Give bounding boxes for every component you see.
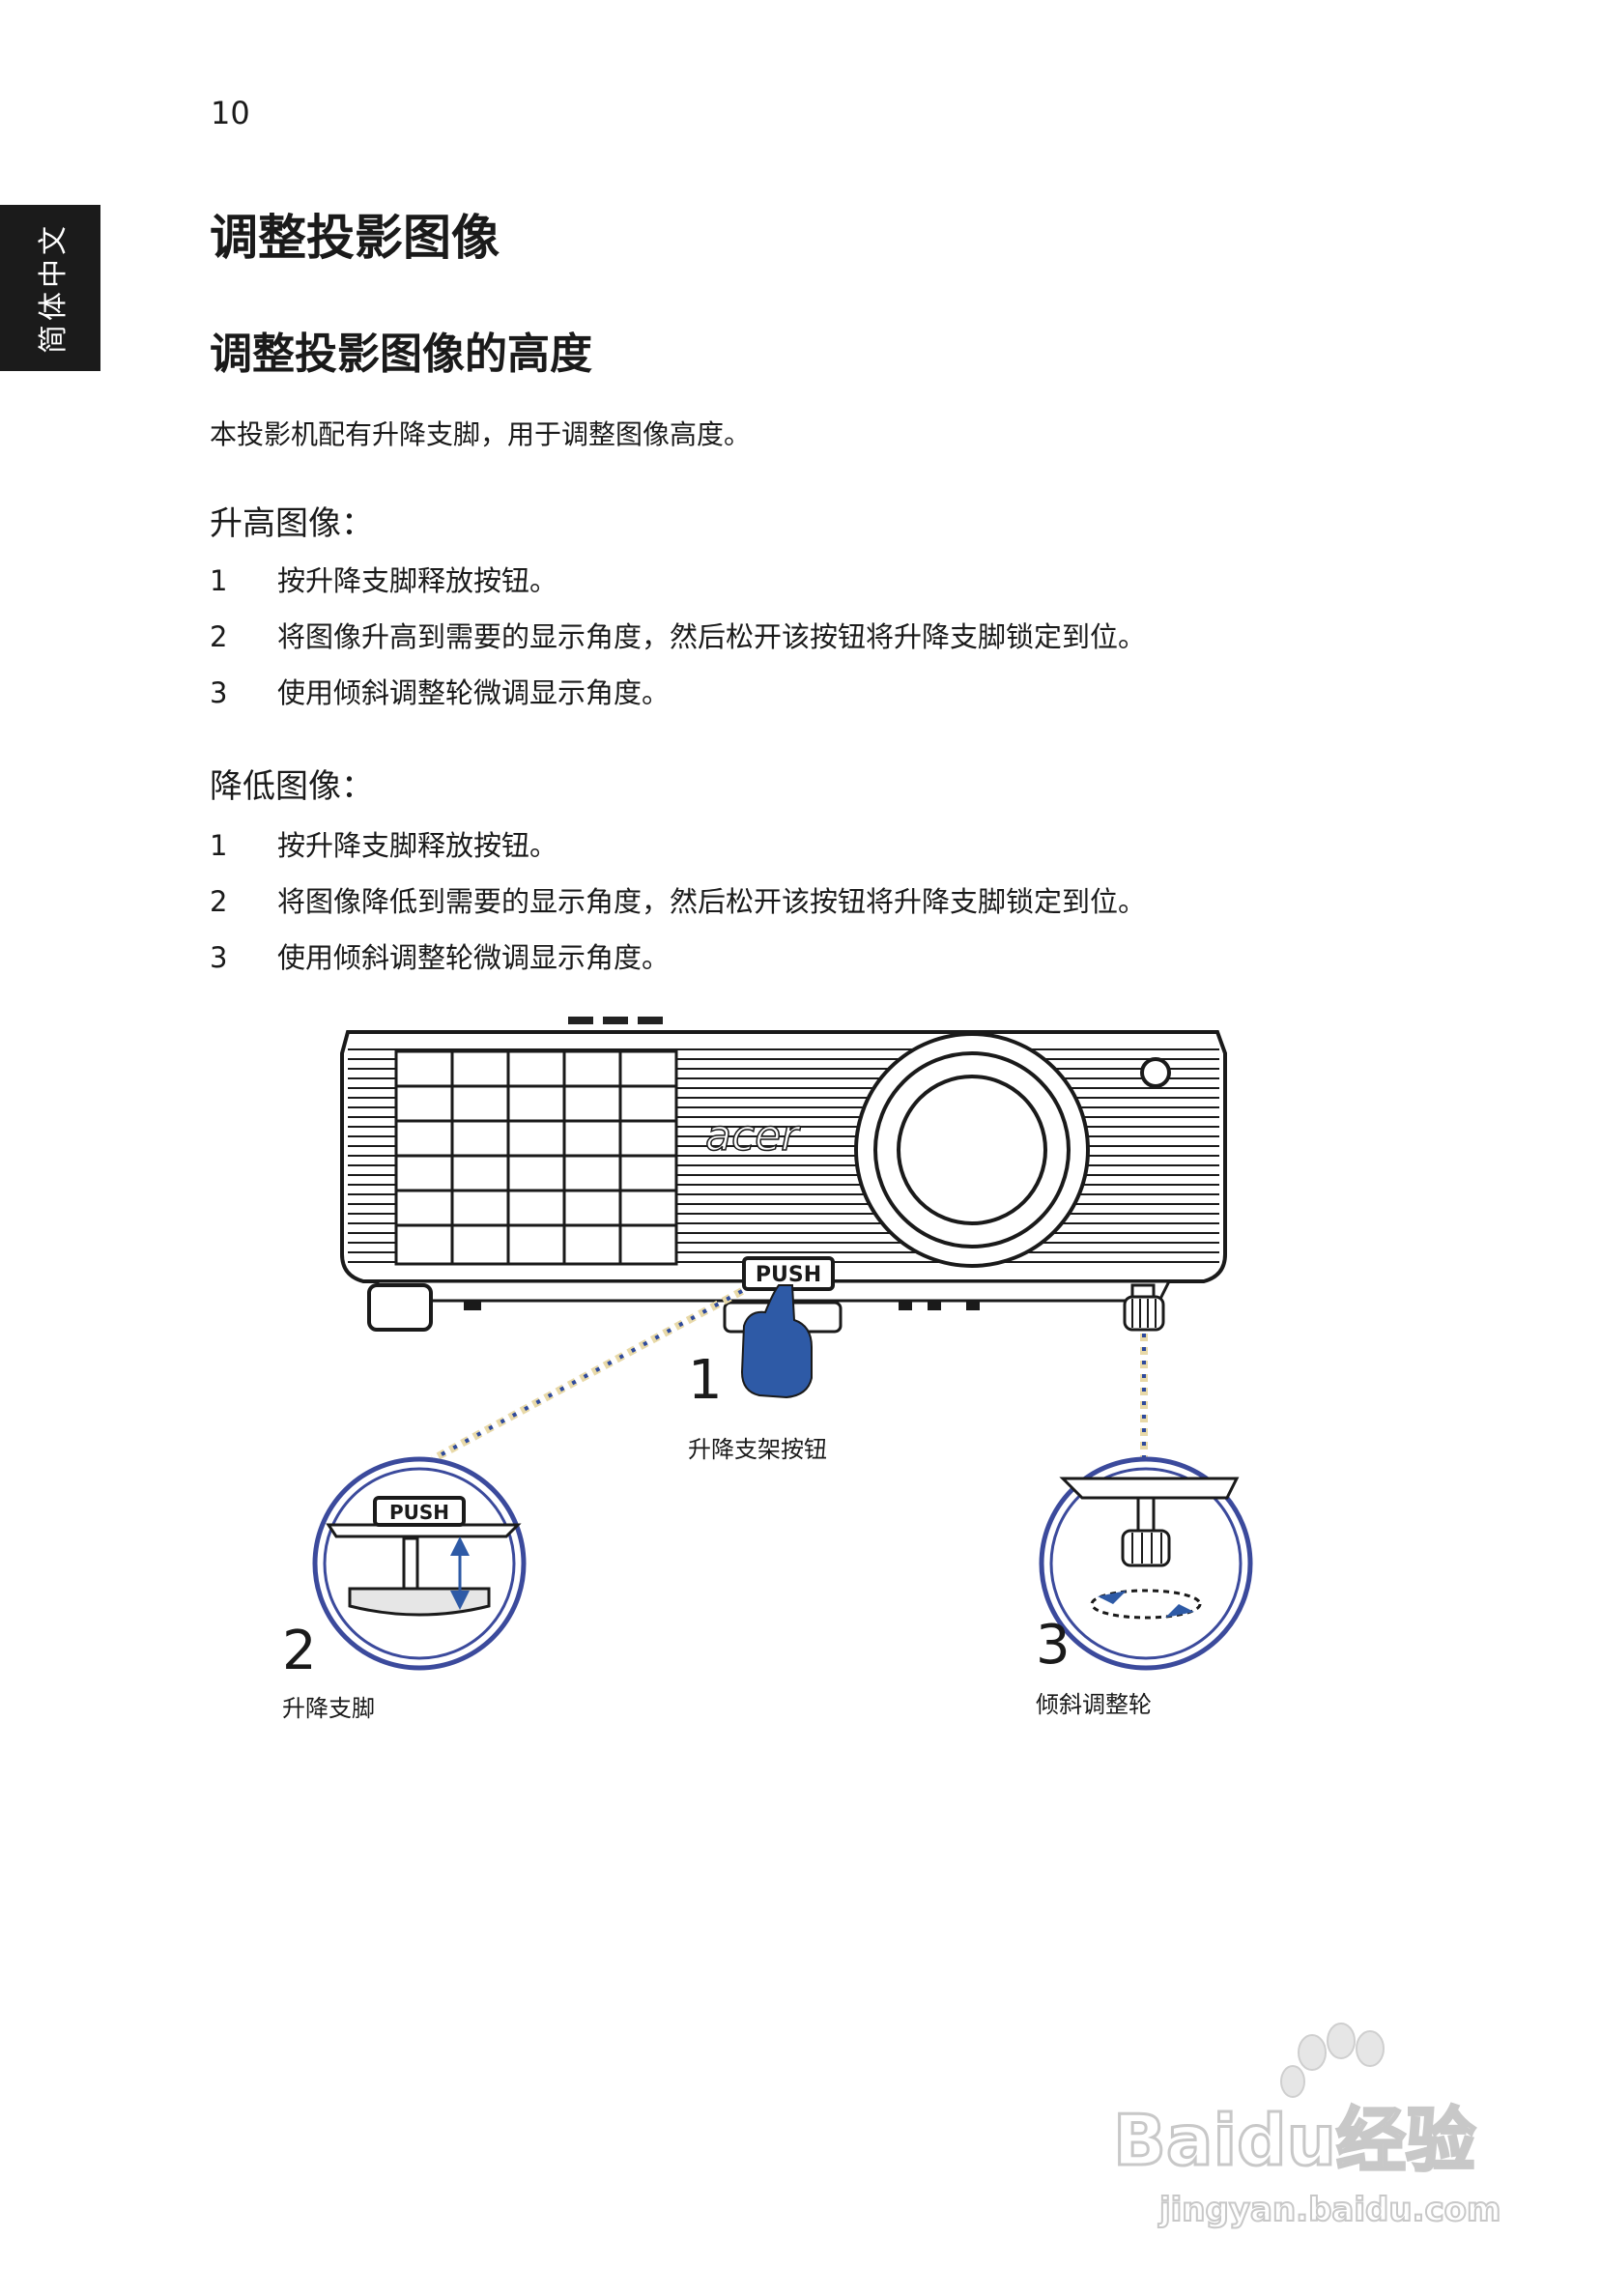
ir-sensor-icon	[1140, 1057, 1171, 1088]
callout-3-caption: 倾斜调整轮	[1036, 1691, 1152, 1718]
top-button-icon	[603, 1017, 628, 1024]
top-button-icon	[638, 1017, 663, 1024]
leader-line	[432, 1289, 743, 1461]
elevator-foot-detail: PUSH	[312, 1456, 527, 1671]
step-number: 3	[210, 676, 228, 709]
step-text: 按升降支脚释放按钮。	[277, 829, 558, 862]
step-number: 1	[210, 829, 228, 862]
slot-icon	[928, 1301, 941, 1310]
slot-icon	[899, 1301, 912, 1310]
step-text: 按升降支脚释放按钮。	[277, 564, 558, 597]
lower-step-3: 3 使用倾斜调整轮微调显示角度。	[210, 935, 670, 976]
raise-step-1: 1 按升降支脚释放按钮。	[210, 559, 557, 599]
baidu-watermark: Baidu经验 jingyan.baidu.com	[1101, 2020, 1546, 2242]
raise-step-2: 2 将图像升高到需要的显示角度，然后松开该按钮将升降支脚锁定到位。	[210, 615, 1146, 655]
language-side-tab-label: 简体中文	[37, 222, 71, 354]
left-foot-icon	[367, 1283, 433, 1332]
callout-3-number: 3	[1036, 1614, 1071, 1677]
step-text: 使用倾斜调整轮微调显示角度。	[277, 941, 671, 974]
svg-text:PUSH: PUSH	[756, 1263, 821, 1287]
projector-illustration: acer PUSH	[312, 1017, 1253, 1671]
tilt-foot-icon	[1123, 1283, 1165, 1332]
callout-1-number: 1	[688, 1349, 723, 1412]
raise-step-3: 3 使用倾斜调整轮微调显示角度。	[210, 671, 670, 711]
watermark-brand: Baidu经验	[1113, 2100, 1475, 2181]
language-side-tab: 简体中文	[0, 205, 100, 371]
baidu-paw-icon: Baidu经验 jingyan.baidu.com	[1112, 2023, 1501, 2230]
svg-text:PUSH: PUSH	[389, 1501, 449, 1524]
page-number: 10	[211, 95, 250, 131]
pointing-hand-icon	[740, 1284, 813, 1399]
brand-logo: acer	[705, 1111, 801, 1161]
push-button-icon: PUSH	[742, 1256, 835, 1291]
lower-step-2: 2 将图像降低到需要的显示角度，然后松开该按钮将升降支脚锁定到位。	[210, 879, 1146, 920]
step-number: 2	[210, 620, 228, 653]
top-button-icon	[568, 1017, 593, 1024]
step-number: 1	[210, 564, 228, 597]
page-title: 调整投影图像	[210, 210, 500, 266]
intro-text: 本投影机配有升降支脚，用于调整图像高度。	[210, 418, 752, 450]
callout-1: 1	[688, 1349, 723, 1412]
projector-figure: acer PUSH	[282, 995, 1256, 1749]
lower-heading: 降低图像：	[210, 767, 374, 806]
raise-heading: 升高图像：	[210, 504, 374, 543]
callout-2-number: 2	[282, 1620, 317, 1682]
tilt-wheel-detail	[1039, 1456, 1253, 1671]
step-text: 将图像升高到需要的显示角度，然后松开该按钮将升降支脚锁定到位。	[277, 620, 1147, 653]
slot-icon	[464, 1301, 481, 1310]
step-number: 2	[210, 885, 228, 918]
slot-icon	[966, 1301, 980, 1310]
callout-2: 2	[282, 1620, 317, 1682]
section-title: 调整投影图像的高度	[210, 330, 592, 379]
watermark-url: jingyan.baidu.com	[1157, 2191, 1500, 2229]
step-text: 使用倾斜调整轮微调显示角度。	[277, 676, 671, 709]
step-number: 3	[210, 941, 228, 974]
step-text: 将图像降低到需要的显示角度，然后松开该按钮将升降支脚锁定到位。	[277, 885, 1147, 918]
vent-grid	[394, 1049, 678, 1266]
callout-2-caption: 升降支脚	[282, 1695, 375, 1722]
callout-3: 3	[1036, 1614, 1071, 1677]
lens-icon	[854, 1032, 1090, 1268]
lower-step-1: 1 按升降支脚释放按钮。	[210, 823, 557, 864]
callout-1-caption: 升降支架按钮	[688, 1436, 827, 1463]
